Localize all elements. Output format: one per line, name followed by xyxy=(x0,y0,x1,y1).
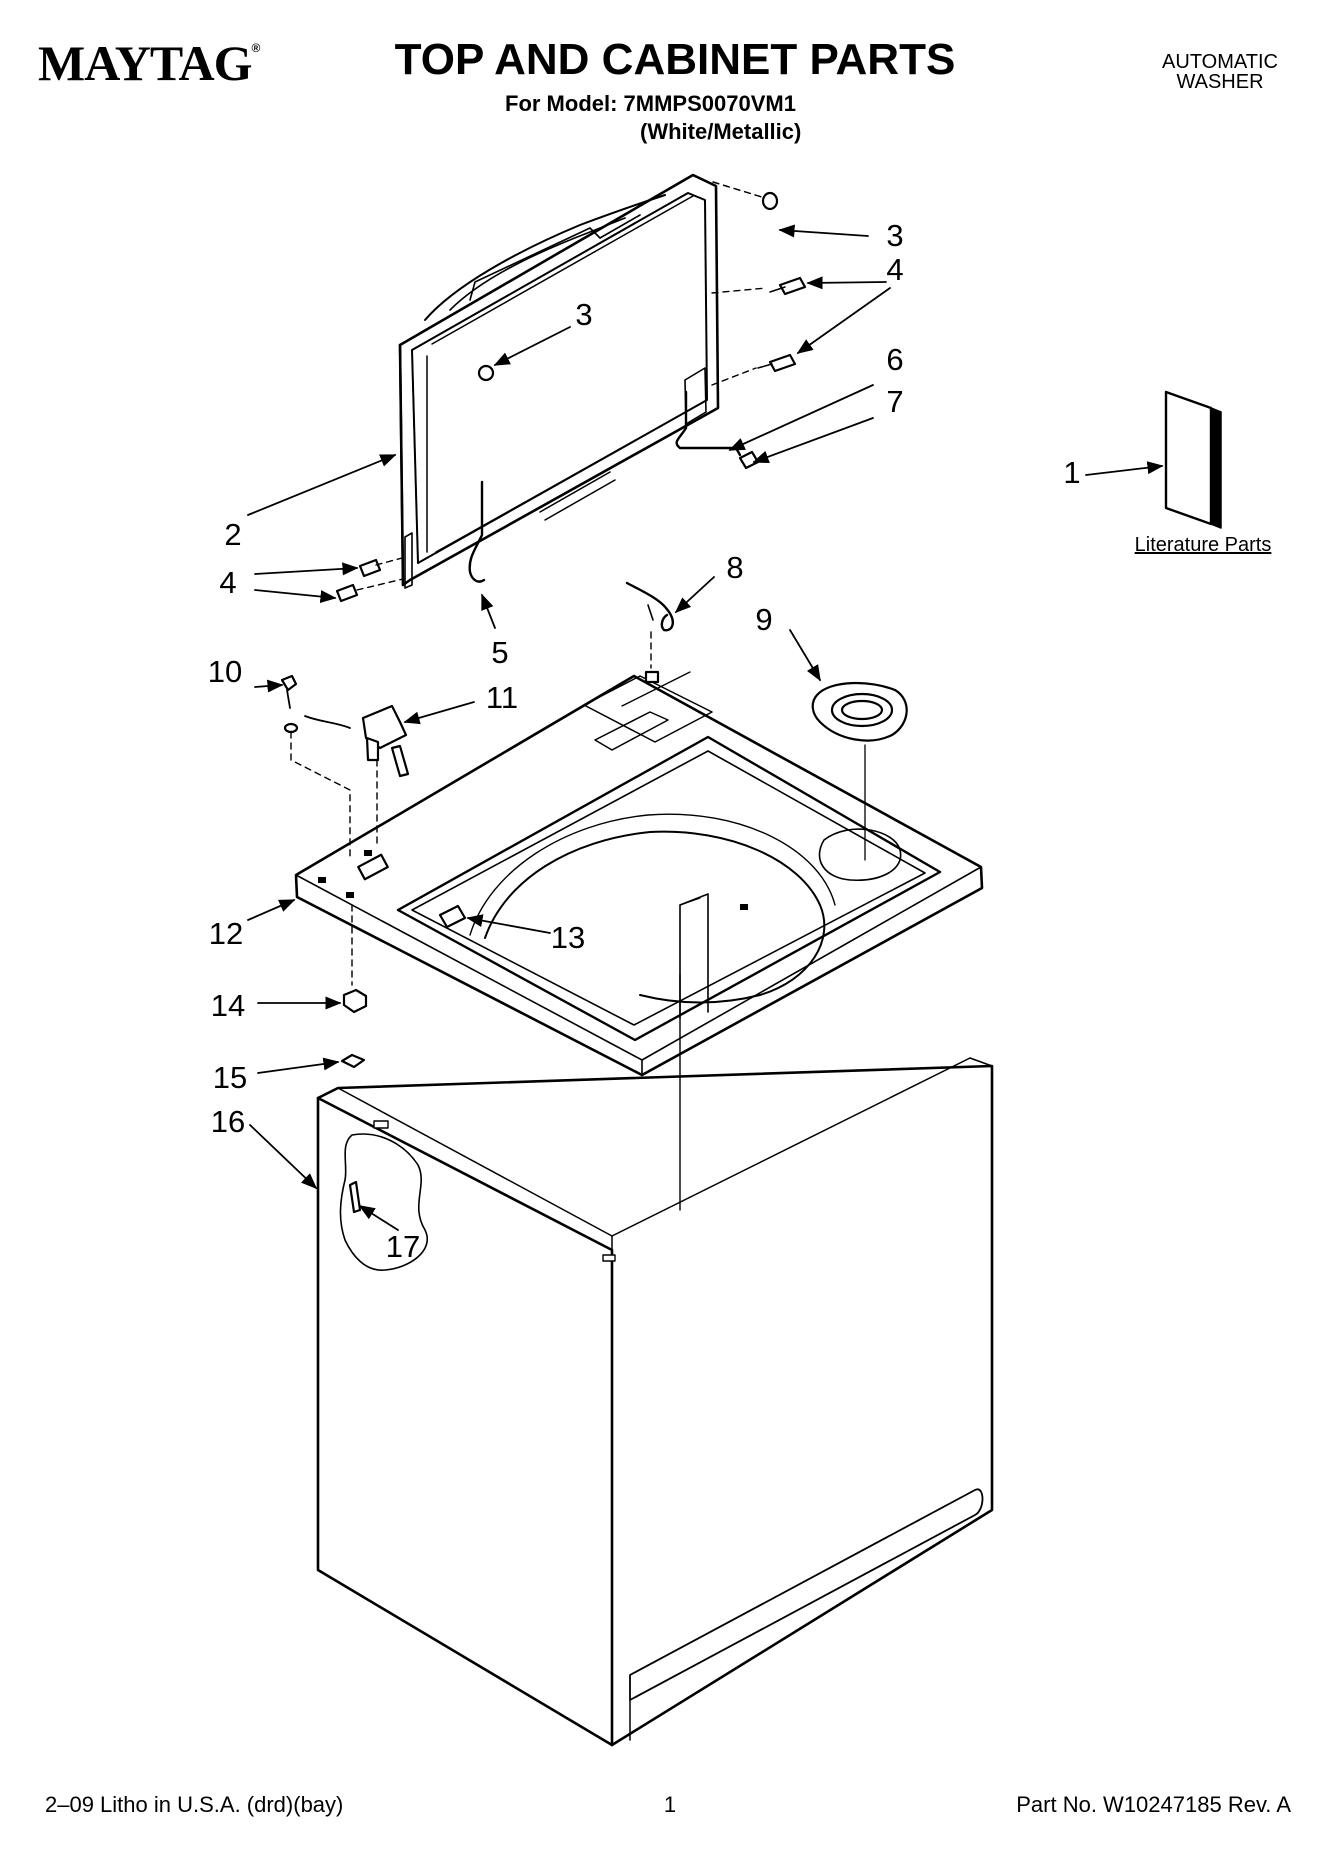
callout-8: 8 xyxy=(726,550,743,585)
literature-booklet xyxy=(1164,390,1222,529)
product-type-line-1: AUTOMATIC xyxy=(1162,51,1278,73)
hinge-screws-left xyxy=(335,557,404,603)
callout-3-inner: 3 xyxy=(575,297,592,332)
model-number: For Model: 7MMPS0070VM1 xyxy=(505,91,796,116)
callout-4-left: 4 xyxy=(219,565,236,600)
hinge-rod-right xyxy=(675,390,742,457)
callout-3-upper: 3 xyxy=(886,218,903,253)
registered-mark: ® xyxy=(251,41,260,55)
callout-12: 12 xyxy=(209,916,243,951)
brand-logo: MAYTAG® xyxy=(38,35,260,91)
footer-part-number: Part No. W10247185 Rev. A xyxy=(1016,1792,1291,1817)
product-type-line-2: WASHER xyxy=(1176,71,1264,93)
callout-7: 7 xyxy=(886,384,903,419)
fill-nozzle xyxy=(438,904,467,929)
callout-17: 17 xyxy=(386,1229,420,1264)
literature-parts-label: Literature Parts xyxy=(1135,534,1272,556)
lid-bumper-inner xyxy=(477,364,495,382)
top-panel xyxy=(294,670,984,1077)
lid-switch xyxy=(304,704,410,849)
hinge-clip xyxy=(738,450,760,470)
cabinet xyxy=(316,974,994,1747)
screw-and-washer xyxy=(280,674,351,861)
callout-1: 1 xyxy=(1063,455,1080,490)
callout-5: 5 xyxy=(491,635,508,670)
page-title: TOP AND CABINET PARTS xyxy=(394,35,956,84)
hinge-rod-left xyxy=(468,480,486,583)
callout-15: 15 xyxy=(213,1060,247,1095)
callout-10: 10 xyxy=(208,654,242,689)
callout-numbers: 1 2 3 3 4 4 5 6 7 8 9 10 11 12 13 14 15 … xyxy=(208,218,1272,1264)
footer-page-number: 1 xyxy=(663,1792,677,1817)
lid-assembly xyxy=(398,173,720,589)
leader-lines xyxy=(247,224,1164,1231)
hinge-screws-right xyxy=(711,276,807,386)
callout-11: 11 xyxy=(486,680,518,715)
callout-4-right: 4 xyxy=(886,252,903,287)
callout-16: 16 xyxy=(211,1104,245,1139)
nut xyxy=(342,988,368,1014)
callout-13: 13 xyxy=(551,920,585,955)
bleach-dispenser xyxy=(811,682,908,861)
callout-2: 2 xyxy=(224,517,241,552)
callout-9: 9 xyxy=(755,602,772,637)
model-variant: (White/Metallic) xyxy=(640,119,802,144)
footer-print-info: 2–09 Litho in U.S.A. (drd)(bay) xyxy=(45,1792,344,1817)
brand-name: MAYTAG xyxy=(38,35,252,91)
callout-6: 6 xyxy=(886,342,903,377)
wire-clip xyxy=(625,581,674,669)
callout-14: 14 xyxy=(211,988,245,1023)
product-type: AUTOMATIC WASHER xyxy=(1140,52,1300,92)
clip-nut xyxy=(340,1053,366,1069)
lid-bumper-upper xyxy=(712,181,779,211)
